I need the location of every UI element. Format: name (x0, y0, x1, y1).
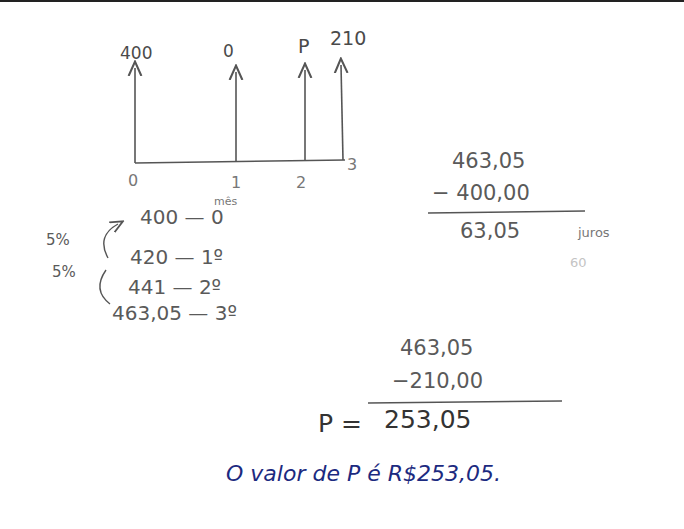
period-number: 2 (296, 174, 306, 192)
answer-sentence: O valor de P é R$253,05. (226, 462, 501, 486)
calc-line: 420 — 1º (130, 246, 223, 268)
calc-number: 463,05 (400, 337, 473, 360)
flow-value: 400 (120, 44, 152, 63)
flow-value: 0 (223, 42, 234, 61)
calc-line: 463,05 — 3º (112, 302, 237, 324)
calc-line: 400 — 0 (140, 206, 224, 228)
period-number: 0 (128, 172, 138, 190)
rate-note: 5% (46, 232, 70, 249)
rate-note: 5% (52, 264, 76, 281)
calc-number: − 400,00 (432, 182, 530, 205)
period-number: 3 (347, 156, 357, 174)
result-name: P = (318, 410, 362, 438)
calc-number: 463,05 (452, 150, 525, 173)
period-number: 1 (231, 174, 241, 192)
flow-value: P (298, 36, 309, 57)
calc-result: 253,05 (384, 406, 471, 434)
calc-line: 441 — 2º (128, 276, 221, 298)
calc-number: −210,00 (392, 370, 483, 393)
faint-mark: 60 (570, 256, 587, 270)
flow-value: 210 (330, 28, 366, 49)
unit-note: mês (214, 196, 237, 208)
calc-result: 63,05 (460, 220, 520, 243)
note: juros (578, 226, 610, 240)
